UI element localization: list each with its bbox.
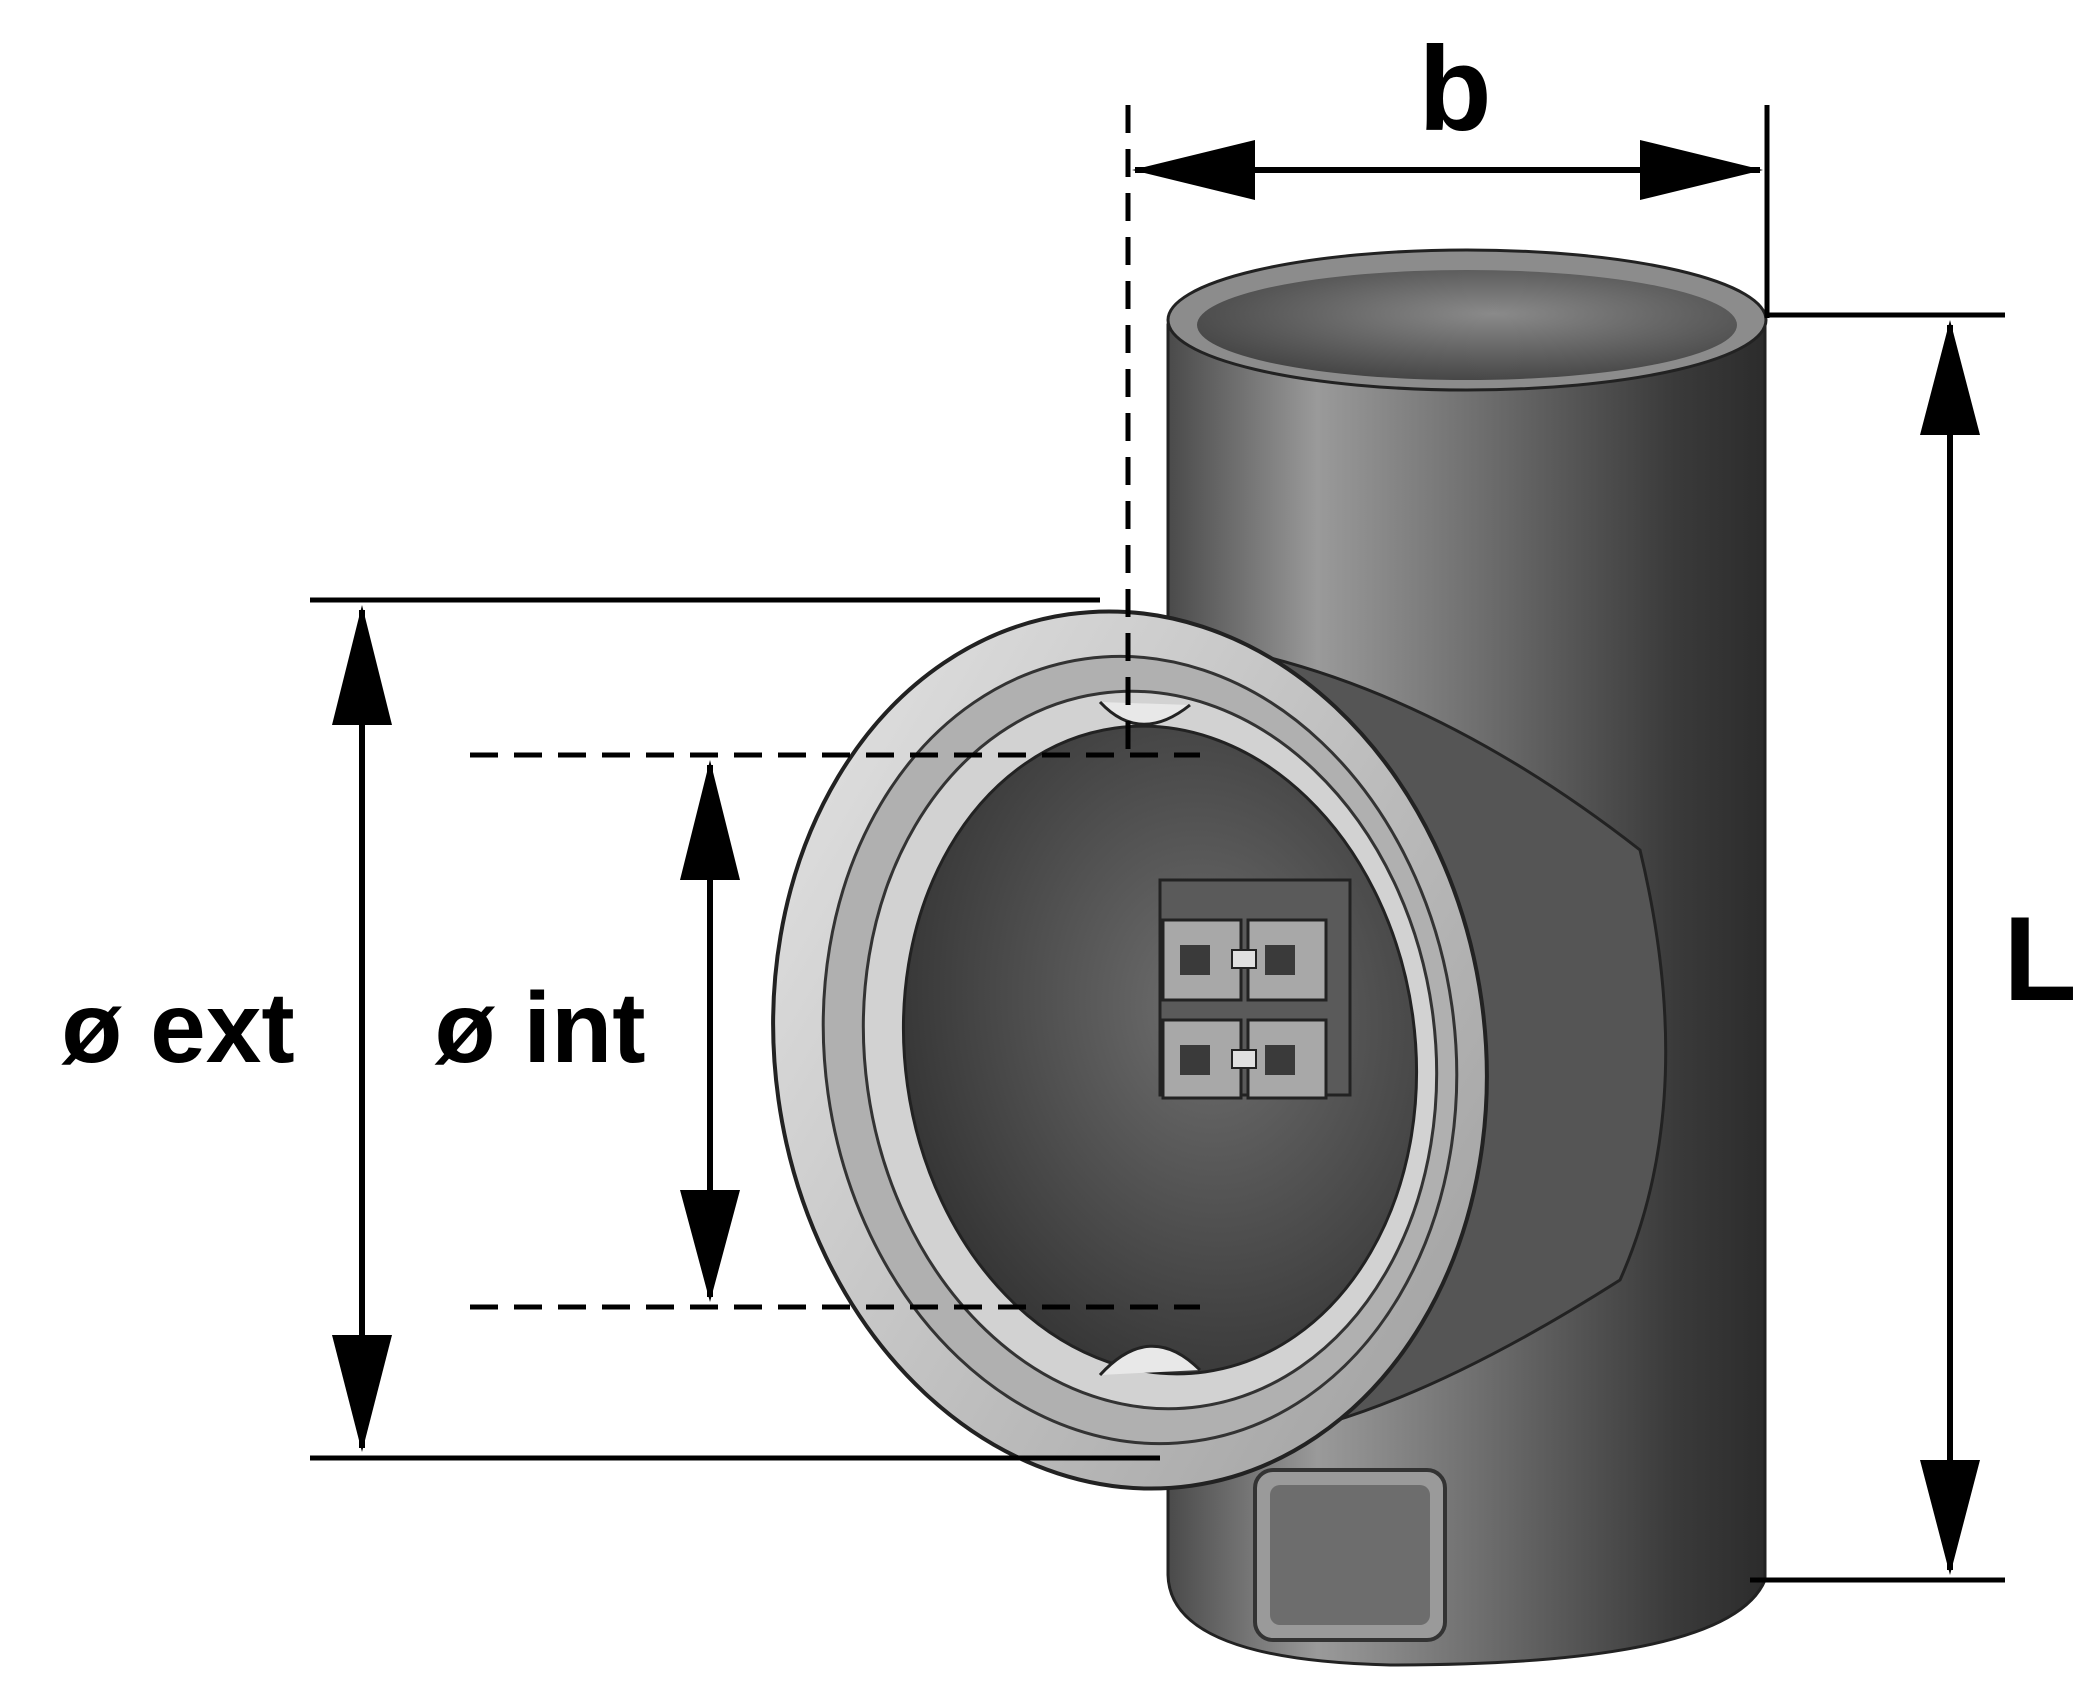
- ext-arrow-top: [332, 605, 392, 725]
- ring-notch-top: [1098, 700, 1191, 726]
- label-plate-inner: [1270, 1485, 1430, 1625]
- main-pipe-top-bore: [1197, 270, 1737, 380]
- L-arrow-bottom: [1920, 1460, 1980, 1575]
- label-b: b: [1418, 22, 1491, 156]
- int-arrow-top: [680, 760, 740, 880]
- int-arrow-bottom: [680, 1190, 740, 1302]
- label-L: L: [2003, 892, 2076, 1026]
- ext-arrow-bottom: [332, 1335, 392, 1452]
- b-arrow-left: [1132, 140, 1255, 200]
- arrowheads: [332, 140, 1980, 1575]
- tee-fitting: [771, 248, 1768, 1667]
- b-arrow-right: [1640, 140, 1763, 200]
- label-inner-diameter: ø int: [434, 972, 645, 1084]
- ring-notch-bottom: [1098, 1344, 1202, 1377]
- L-arrow-top: [1920, 320, 1980, 435]
- terminal-connector: [1158, 878, 1352, 1100]
- label-outer-diameter: ø ext: [61, 972, 294, 1084]
